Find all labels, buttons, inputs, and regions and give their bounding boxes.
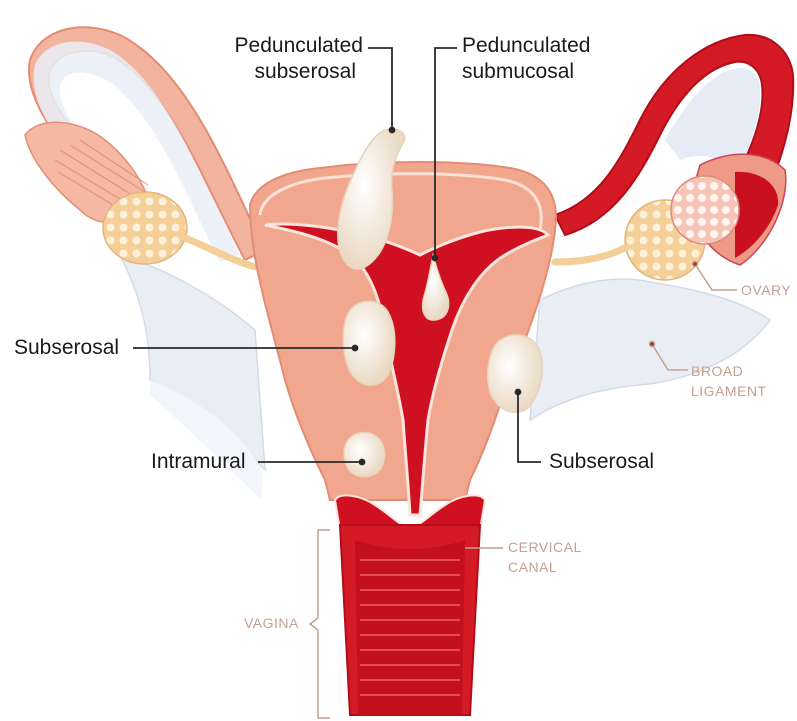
label-pedunculated-subserosal-line1: Pedunculated	[218, 34, 363, 57]
label-subserosal-right: Subserosal	[549, 450, 654, 473]
label-intramural: Intramural	[151, 450, 246, 473]
label-ovary: OVARY	[741, 283, 791, 298]
label-pedunculated-subserosal-line2: subserosal	[218, 60, 356, 83]
label-subserosal-left: Subserosal	[14, 336, 119, 359]
intramural-fibroid	[344, 433, 385, 477]
label-pedunculated-submucosal-line1: Pedunculated	[462, 34, 590, 57]
label-cervical-canal-line2: CANAL	[508, 560, 557, 575]
label-broad-ligament-line1: BROAD	[691, 364, 743, 379]
label-pedunculated-submucosal-line2: submucosal	[462, 60, 574, 83]
label-vagina: VAGINA	[244, 616, 299, 631]
subserosal-fibroid-left	[343, 301, 395, 385]
subserosal-fibroid-right	[488, 335, 543, 412]
label-broad-ligament-line2: LIGAMENT	[691, 384, 767, 399]
left-ovary	[103, 192, 187, 264]
label-cervical-canal-line1: CERVICAL	[508, 540, 582, 555]
